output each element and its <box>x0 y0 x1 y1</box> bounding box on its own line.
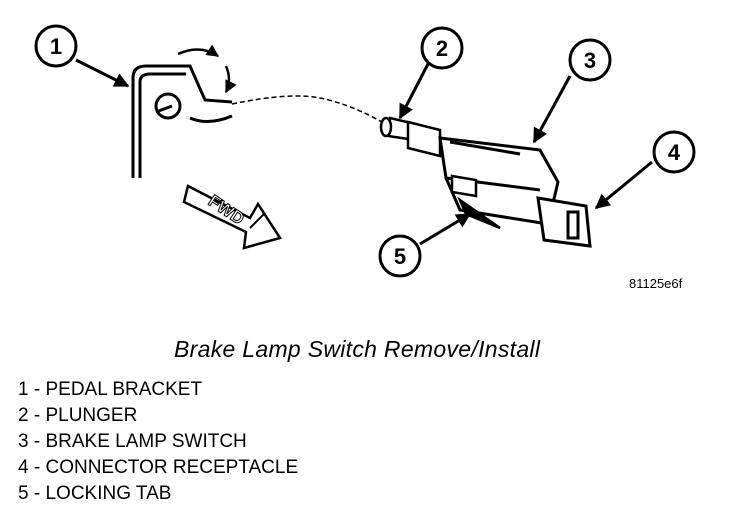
callout-2: 2 <box>420 26 464 70</box>
brake-lamp-switch-diagram: FWD 1 2 3 4 <box>34 24 696 278</box>
figure-caption: Brake Lamp Switch Remove/Install <box>174 336 541 362</box>
legend-item: 2 - PLUNGER <box>18 405 138 426</box>
fwd-arrow-icon: FWD <box>182 184 282 250</box>
callout-4-label: 4 <box>668 140 681 165</box>
legend-item: 1 - PEDAL BRACKET <box>18 379 203 400</box>
parts-legend: 1 - PEDAL BRACKET 2 - PLUNGER 3 - BRAKE … <box>18 377 298 507</box>
connector-receptacle <box>536 196 592 248</box>
callout-3-label: 3 <box>584 48 596 73</box>
legend-item: 3 - BRAKE LAMP SWITCH <box>18 431 247 452</box>
callout-4: 4 <box>652 130 696 174</box>
locking-tab <box>450 174 501 230</box>
legend-item: 5 - LOCKING TAB <box>18 483 172 504</box>
install-path-line <box>231 95 383 123</box>
callout-5-label: 5 <box>394 244 406 269</box>
legend-item: 4 - CONNECTOR RECEPTACLE <box>18 457 299 478</box>
pedal-bracket <box>131 64 233 178</box>
callout-1-label: 1 <box>50 34 62 59</box>
figure-code: 81125e6f <box>629 276 683 291</box>
plunger <box>379 116 442 158</box>
callout-2-label: 2 <box>436 36 448 61</box>
callout-3: 3 <box>568 38 612 82</box>
callout-5: 5 <box>378 234 422 278</box>
leader-arrows <box>75 58 653 246</box>
rotate-arrows-icon <box>177 44 237 94</box>
callout-1: 1 <box>34 24 78 68</box>
